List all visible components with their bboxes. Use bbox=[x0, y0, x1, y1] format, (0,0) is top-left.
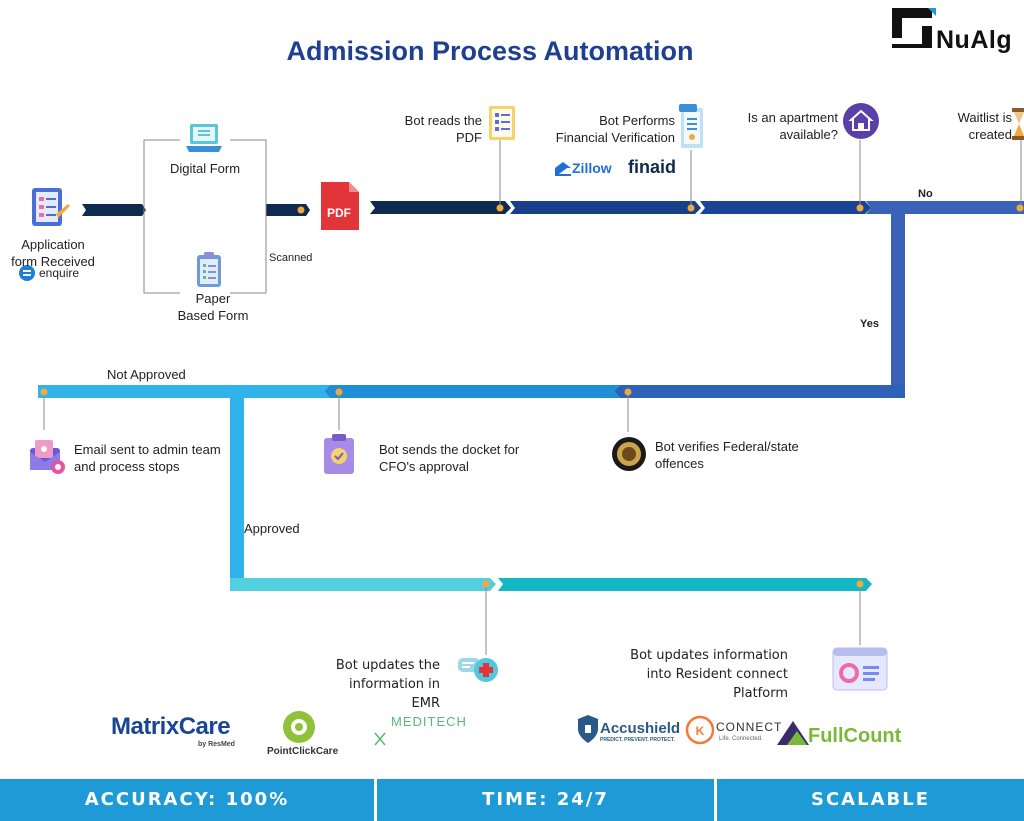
step-dot bbox=[40, 388, 48, 396]
svg-text:K: K bbox=[696, 724, 705, 738]
reads-pdf-label: Bot reads the PDF bbox=[404, 113, 482, 145]
document-scroll-icon bbox=[32, 188, 70, 226]
zillow-logo-text: Zillow bbox=[572, 160, 612, 176]
form-bracket bbox=[143, 139, 267, 294]
flow-arrow-segment bbox=[370, 201, 511, 214]
accushield-tagline: PREDICT. PREVENT. PROTECT. bbox=[600, 737, 675, 743]
laptop-icon bbox=[186, 124, 222, 152]
flow-arrow-segment bbox=[498, 578, 872, 591]
clipboard-icon bbox=[197, 252, 221, 287]
matrixcare-logo-text: MatrixCare bbox=[111, 713, 231, 740]
offences-label: Bot verifies Federal/state offences bbox=[655, 439, 799, 471]
yes-label: Yes bbox=[860, 318, 879, 330]
step-dot bbox=[687, 204, 695, 212]
scalable-label: SCALABLE bbox=[811, 789, 930, 810]
financial-verification-label: Bot Performs Financial Verification bbox=[555, 113, 675, 145]
fullcount-logo-mark bbox=[777, 721, 809, 745]
step-dot bbox=[624, 388, 632, 396]
emr-label: Bot updates the information in EMR bbox=[335, 658, 440, 711]
invoice-icon bbox=[679, 104, 703, 148]
step-dot bbox=[335, 388, 343, 396]
resmed-tagline: by ResMed bbox=[198, 741, 235, 748]
step-dot bbox=[297, 206, 305, 214]
flow-arrow-segment bbox=[866, 201, 1024, 214]
vertical-connector bbox=[891, 214, 905, 398]
accushield-logo-text: Accushield bbox=[600, 720, 681, 737]
enquire-label: enquire bbox=[39, 266, 80, 280]
connect-logo-text: CONNECT bbox=[716, 720, 783, 734]
step-dot bbox=[1016, 204, 1024, 212]
footer-divider bbox=[714, 779, 717, 821]
email-icon bbox=[30, 440, 65, 474]
not-approved-label: Not Approved bbox=[107, 367, 186, 382]
waitlist-label: Waitlist is created bbox=[957, 110, 1012, 142]
flow-arrow-segment bbox=[614, 385, 905, 398]
pointclickcare-logo-text: PointClickCare bbox=[267, 746, 339, 757]
footer-divider bbox=[374, 779, 377, 821]
middle-flow-lines bbox=[38, 385, 905, 398]
scanned-label: Scanned bbox=[269, 252, 313, 264]
approved-connector bbox=[230, 398, 244, 584]
no-label: No bbox=[918, 188, 933, 200]
email-label: Email sent to admin team and process sto… bbox=[74, 442, 221, 474]
flow-arrow-segment bbox=[82, 204, 146, 216]
docket-label: Bot sends the docket for CFO's approval bbox=[379, 442, 520, 474]
connect-logo-mark: K bbox=[685, 715, 715, 745]
accushield-logo-mark bbox=[578, 715, 598, 743]
page-title: Admission Process Automation bbox=[286, 36, 694, 66]
paper-form-label: Paper Based Form bbox=[177, 291, 249, 323]
top-flow-lines bbox=[82, 201, 1024, 216]
fullcount-logo-text: FullCount bbox=[808, 725, 902, 747]
time-label: TIME: 24/7 bbox=[482, 789, 609, 810]
bottom-flow-lines bbox=[230, 578, 872, 591]
flow-arrow-segment bbox=[38, 385, 330, 398]
approval-docket-icon bbox=[324, 434, 354, 474]
flow-arrow-segment bbox=[230, 578, 496, 591]
dashboard-window-icon bbox=[832, 647, 888, 691]
pointclickcare-logo-mark bbox=[283, 711, 315, 743]
finaid-logo-text: finaid bbox=[628, 157, 676, 177]
nualg-logo-text: NuAlg bbox=[936, 26, 1013, 54]
zillow-logo-mark bbox=[555, 162, 571, 176]
apartment-question-label: Is an apartment available? bbox=[747, 110, 838, 142]
footer-bar: ACCURACY: 100% TIME: 24/7 SCALABLE bbox=[0, 779, 1024, 821]
nualg-logo-mark bbox=[892, 8, 936, 48]
accuracy-label: ACCURACY: 100% bbox=[84, 789, 290, 810]
medical-chat-icon bbox=[458, 658, 498, 682]
badge-icon bbox=[612, 437, 646, 471]
meditech-logo-text: MEDITECH bbox=[391, 714, 467, 729]
hourglass-icon bbox=[1012, 108, 1024, 140]
resident-connect-label: Bot updates information into Resident co… bbox=[630, 648, 788, 701]
enquire-logo bbox=[19, 265, 35, 281]
flow-arrow-segment bbox=[266, 204, 310, 216]
step-dot bbox=[496, 204, 504, 212]
approved-label: Approved bbox=[244, 521, 300, 536]
step-dot bbox=[856, 204, 864, 212]
pin-lines bbox=[43, 130, 1022, 655]
home-icon bbox=[843, 103, 879, 139]
flow-arrow-segment bbox=[324, 385, 620, 398]
pdf-file-icon bbox=[321, 182, 359, 230]
application-label: Application form Received bbox=[11, 237, 95, 269]
step-dot bbox=[856, 580, 864, 588]
step-dots bbox=[40, 204, 1024, 588]
flow-arrow-segment bbox=[510, 201, 701, 214]
digital-form-label: Digital Form bbox=[169, 161, 241, 176]
pdf-icon-label: PDF bbox=[327, 206, 351, 220]
checklist-icon bbox=[489, 106, 515, 140]
connect-tagline: Life. Connected. bbox=[719, 736, 763, 742]
meditech-logo-mark bbox=[374, 732, 386, 746]
step-dot bbox=[482, 580, 490, 588]
flow-arrow-segment bbox=[700, 201, 871, 214]
